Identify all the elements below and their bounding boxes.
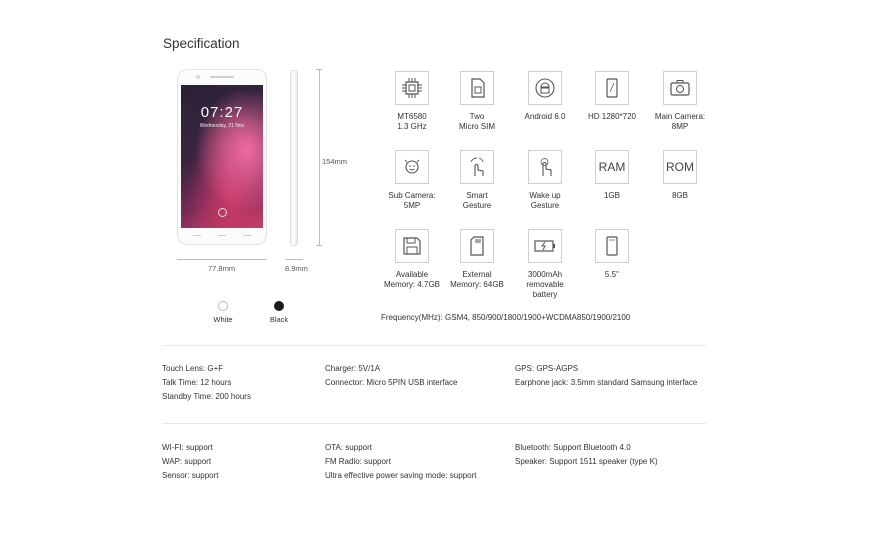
detail-wifi: WI-FI: support [162, 443, 213, 452]
sim-card-icon [460, 71, 494, 105]
page-title: Specification [163, 36, 240, 51]
spec-label: 3000mAh removable battery [526, 270, 564, 299]
nav-key-home [218, 235, 226, 236]
details-1-col-2: Charger: 5V/1A Connector: Micro 5PIN USB… [325, 362, 458, 390]
spec-battery: 3000mAh removable battery [514, 229, 576, 300]
spec-available-memory: Available Memory: 4.7GB [381, 229, 443, 290]
details-2-col-3: Bluetooth: Support Bluetooth 4.0 Speaker… [515, 441, 658, 469]
depth-dimension-line [285, 259, 303, 260]
floppy-disk-icon [395, 229, 429, 263]
detail-sensor: Sensor: support [162, 471, 219, 480]
frequency-text: Frequency(MHz): GSM4, 850/900/1800/1900+… [381, 313, 631, 322]
spec-label: HD 1280*720 [587, 112, 637, 121]
width-dimension-line [177, 259, 267, 260]
details-2-col-2: OTA: support FM Radio: support Ultra eff… [325, 441, 476, 483]
detail-touch-lens: Touch Lens: G+F [162, 364, 224, 373]
android-icon [528, 71, 562, 105]
spec-label: 5.5'' [604, 270, 620, 279]
nav-key-menu [243, 235, 251, 236]
spec-label: Two Micro SIM [459, 112, 495, 131]
depth-label: 8.9mm [285, 264, 308, 273]
spec-label: Sub Camera: 5MP [388, 191, 436, 210]
color-swatch-white[interactable] [218, 301, 228, 311]
detail-gps: GPS: GPS-AGPS [515, 364, 579, 373]
spec-label: 8GB [671, 191, 688, 200]
detail-charger: Charger: 5V/1A [325, 364, 381, 373]
earpiece-speaker [210, 76, 234, 78]
spec-label: MT6580 1.3 GHz [397, 112, 427, 131]
spec-label: 1GB [603, 191, 620, 200]
spec-screen-size: 5.5'' [581, 229, 643, 280]
camera-icon [663, 71, 697, 105]
detail-fm-radio: FM Radio: support [325, 457, 391, 466]
spec-label: External Memory: 64GB [450, 270, 504, 289]
spec-label: Smart Gesture [462, 191, 492, 210]
detail-bluetooth: Bluetooth: Support Bluetooth 4.0 [515, 443, 631, 452]
spec-display: HD 1280*720 [581, 71, 643, 122]
ram-icon: RAM [595, 150, 629, 184]
details-2-col-1: WI-FI: support WAP: support Sensor: supp… [162, 441, 218, 483]
spec-label: Available Memory: 4.7GB [383, 270, 440, 289]
color-swatch-black[interactable] [274, 301, 284, 311]
detail-connector: Connector: Micro 5PIN USB interface [325, 378, 458, 387]
selfie-camera-icon [395, 150, 429, 184]
battery-icon [528, 229, 562, 263]
spec-label: Android 6.0 [524, 112, 566, 121]
section-divider [162, 345, 706, 346]
height-dimension-line [319, 69, 320, 245]
spec-sub-camera: Sub Camera: 5MP [381, 150, 443, 211]
spec-ram: RAM 1GB [581, 150, 643, 201]
color-label-white: White [213, 315, 233, 324]
height-label: 154mm [322, 157, 348, 166]
spec-sim: Two Micro SIM [446, 71, 508, 132]
detail-wap: WAP: support [162, 457, 212, 466]
section-divider [162, 423, 706, 424]
gesture-icon [460, 150, 494, 184]
spec-label: Main Camera: 8MP [654, 112, 706, 131]
spec-cpu: MT6580 1.3 GHz [381, 71, 443, 132]
dimension-tick [316, 69, 322, 70]
cpu-icon [395, 71, 429, 105]
dimension-tick [316, 245, 322, 246]
spec-wake-gesture: Wake up Gesture [514, 150, 576, 211]
screen-size-icon [595, 229, 629, 263]
unlock-ring-icon [218, 208, 227, 217]
spec-rom: ROM 8GB [649, 150, 711, 201]
detail-power-saving: Ultra effective power saving mode: suppo… [325, 471, 477, 480]
detail-earphone-jack: Earphone jack: 3.5mm standard Samsung in… [515, 378, 698, 387]
front-camera-dot [196, 75, 200, 79]
color-label-black: Black [269, 315, 289, 324]
rom-icon-text: ROM [666, 160, 694, 174]
lockscreen-clock: 07:27 [200, 104, 244, 121]
nav-key-back [193, 235, 201, 236]
details-1-col-3: GPS: GPS-AGPS Earphone jack: 3.5mm stand… [515, 362, 697, 390]
width-label: 77.8mm [208, 264, 236, 273]
detail-speaker: Speaker: Support 1511 speaker (type K) [515, 457, 658, 466]
spec-external-memory: External Memory: 64GB [446, 229, 508, 290]
spec-smart-gesture: Smart Gesture [446, 150, 508, 211]
hd-screen-icon [595, 71, 629, 105]
details-1-col-1: Touch Lens: G+F Talk Time: 12 hours Stan… [162, 362, 251, 404]
spec-label: Wake up Gesture [529, 191, 561, 210]
sd-card-icon [460, 229, 494, 263]
rom-icon: ROM [663, 150, 697, 184]
detail-standby-time: Standby Time: 200 hours [162, 392, 251, 401]
phone-screen [181, 85, 263, 228]
detail-ota: OTA: support [325, 443, 372, 452]
tap-gesture-icon [528, 150, 562, 184]
detail-talk-time: Talk Time: 12 hours [162, 378, 232, 387]
ram-icon-text: RAM [598, 160, 626, 174]
spec-android: Android 6.0 [514, 71, 576, 122]
spec-main-camera: Main Camera: 8MP [649, 71, 711, 132]
lockscreen-date: Wednesday, 21 Nov [199, 123, 245, 129]
phone-side-image [290, 70, 298, 246]
